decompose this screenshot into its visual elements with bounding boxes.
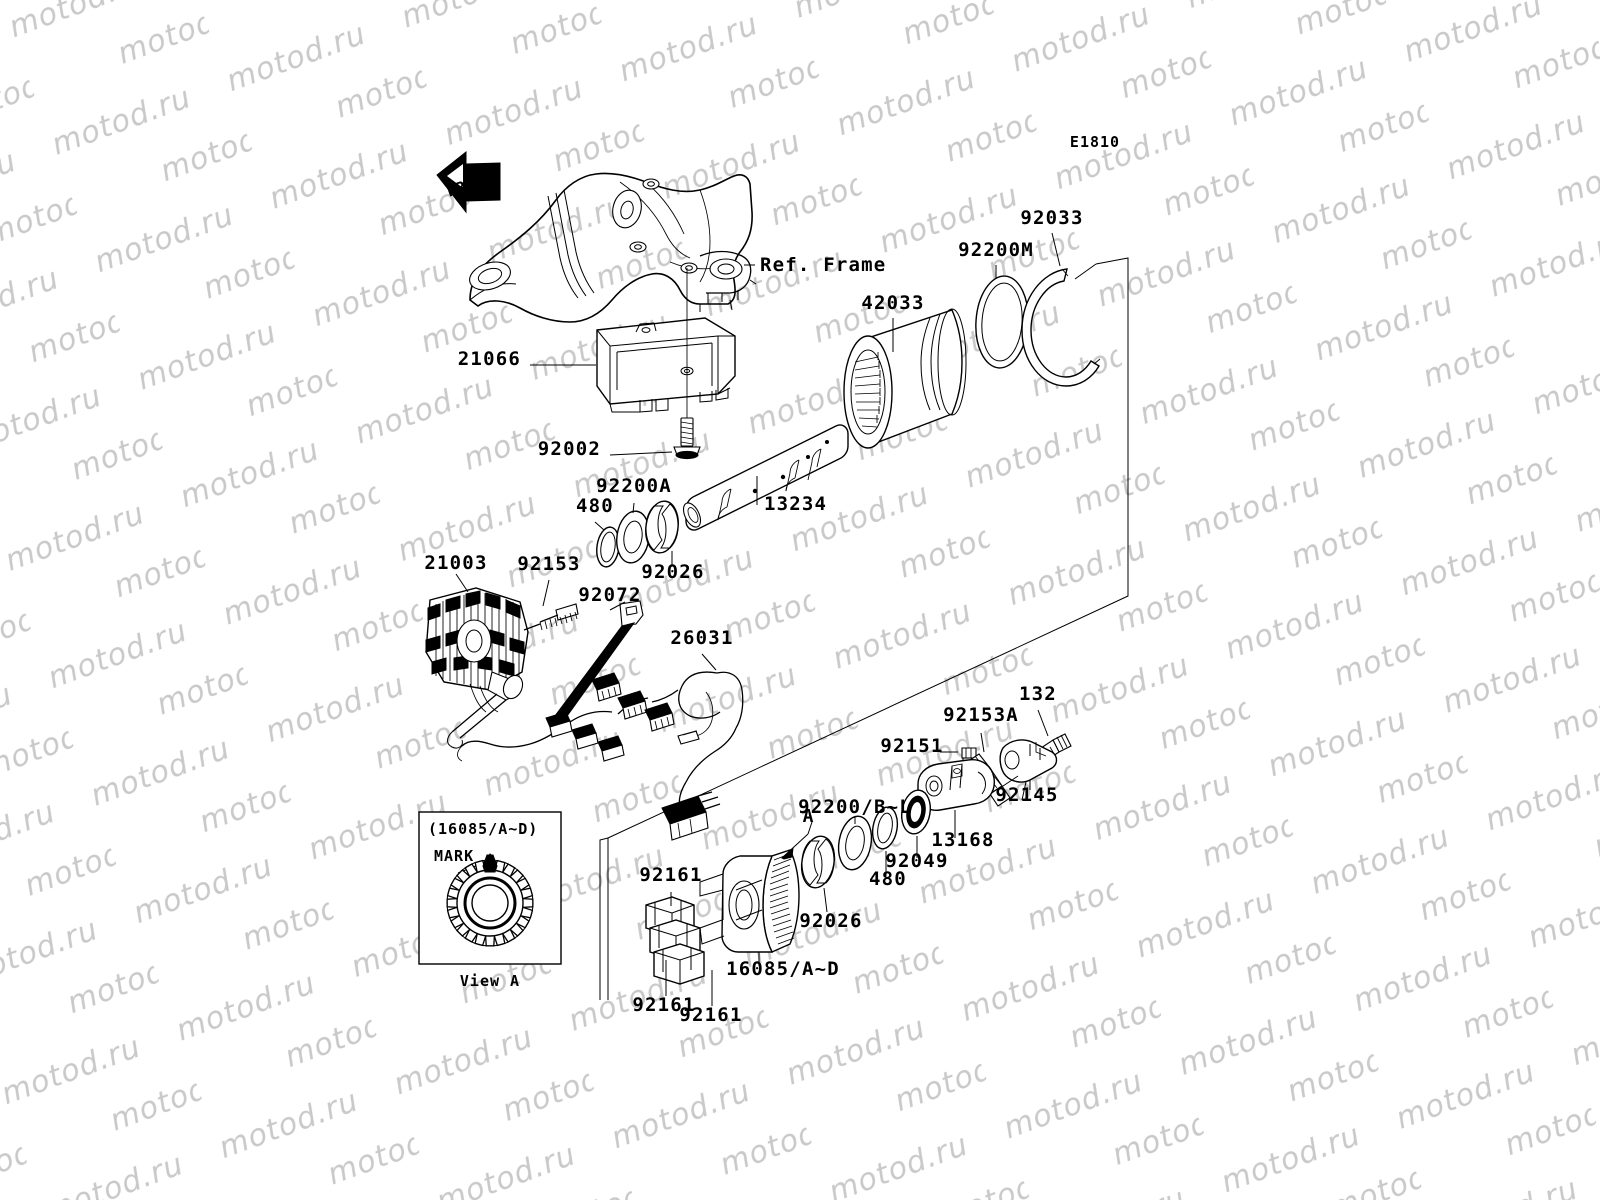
part-92002-bolt	[609, 268, 701, 460]
part-number-92153: 92153	[517, 553, 580, 575]
part-number-92033: 92033	[1020, 207, 1083, 229]
part-number-26031: 26031	[670, 627, 733, 649]
part-number-13234: 13234	[764, 493, 827, 515]
inset-title-label: (16085/A~D)	[428, 820, 538, 838]
harness-connector	[545, 711, 573, 738]
part-13168-lever	[917, 759, 1019, 838]
part-number-21066: 21066	[458, 348, 521, 370]
gear-tooth	[484, 935, 496, 947]
harness-connector	[617, 690, 648, 720]
inset-mark-label: MARK	[434, 847, 474, 865]
part-number-92002: 92002	[538, 438, 601, 460]
part-92049-oil-seal	[900, 789, 932, 858]
harness-connector	[644, 702, 675, 732]
part-92026-spacer-lower	[800, 835, 836, 913]
part-number-labels: 21066920024203392200M920331323448092200A…	[424, 207, 1083, 1026]
part-16085-gear	[699, 821, 813, 966]
gear-ring	[463, 876, 517, 930]
part-number-92161: 92161	[679, 1004, 742, 1026]
part-number-92153A: 92153A	[943, 704, 1019, 726]
callout-a-label: A	[803, 806, 814, 827]
part-number-92200-B-L: 92200/B~L	[798, 796, 912, 818]
gear-tooth	[446, 897, 458, 909]
part-92145-arm	[999, 739, 1058, 801]
part-92200BL-washer	[837, 815, 873, 871]
harness-plug	[661, 791, 721, 841]
part-number-92161: 92161	[639, 864, 702, 886]
region-boundary-upper	[607, 257, 1129, 1000]
part-number-480: 480	[869, 868, 907, 890]
part-13234-shaft	[682, 424, 849, 531]
diagram-code-label: E1810	[1070, 133, 1120, 151]
region-boundary-lower	[599, 837, 609, 1000]
part-number-92072: 92072	[578, 584, 641, 606]
part-number-13168: 13168	[931, 829, 994, 851]
part-number-42033: 42033	[861, 292, 924, 314]
part-number-21003: 21003	[424, 552, 487, 574]
part-number-92026: 92026	[799, 910, 862, 932]
part-number-132: 132	[1019, 683, 1057, 705]
part-21003-stator	[425, 573, 529, 749]
harness-connector	[597, 735, 625, 762]
part-92161-dampers	[645, 892, 713, 1006]
part-number-16085-A-D: 16085/A~D	[726, 958, 840, 980]
part-number-92049: 92049	[885, 850, 948, 872]
part-number-92161: 92161	[632, 994, 695, 1016]
part-number-92200M: 92200M	[958, 239, 1034, 261]
gear-tooth	[522, 897, 534, 909]
ref-frame-part	[469, 172, 757, 323]
part-number-92145: 92145	[995, 784, 1058, 806]
ref-frame-label: Ref. Frame	[760, 254, 886, 276]
part-number-92151: 92151	[880, 735, 943, 757]
harness-connector	[571, 723, 599, 750]
part-number-480: 480	[576, 495, 614, 517]
front-arrow-icon: FRONT	[436, 150, 501, 214]
part-21066-regulator	[530, 317, 736, 413]
view-a-caption: View A	[460, 972, 520, 990]
gear-timing-mark	[482, 854, 498, 873]
part-92026-spacer-upper	[645, 500, 679, 566]
part-480-oring-lower	[871, 806, 899, 876]
part-480-oring-upper	[594, 521, 620, 568]
gear-ring	[456, 869, 524, 937]
part-92200A-washer	[616, 502, 650, 564]
part-number-92200A: 92200A	[596, 475, 672, 497]
part-92153-bolt	[523, 579, 579, 631]
part-26031-harness	[457, 653, 744, 841]
part-92033-snap-ring	[1021, 232, 1101, 387]
part-number-92026: 92026	[641, 561, 704, 583]
inset-gear-teeth	[446, 854, 534, 947]
harness-connector	[591, 672, 622, 702]
part-42033-drum	[843, 308, 967, 449]
gear-ring	[471, 884, 509, 922]
